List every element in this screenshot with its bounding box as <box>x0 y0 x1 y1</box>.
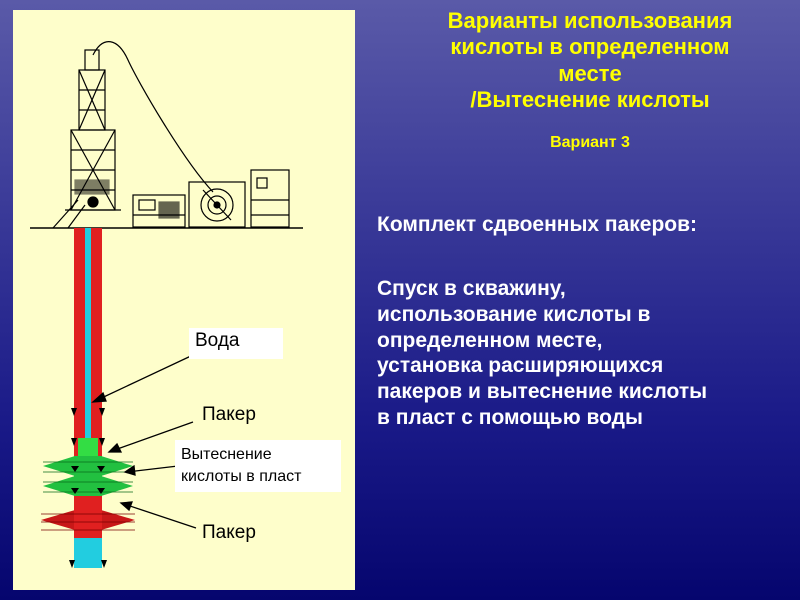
power-pack-icon <box>250 169 290 228</box>
arrow-displacement-head <box>123 464 136 476</box>
title-line: кислоты в определенном <box>450 34 730 60</box>
body-line: в пласт с помощью воды <box>377 406 643 430</box>
lower-packer-red <box>41 508 135 536</box>
arrow-packer-lower <box>120 502 197 529</box>
label-displacement: Вытеснение кислоты в пласт <box>175 440 341 492</box>
well-diagram-panel: Вода Пакер Вытеснение кислоты в пласт Па… <box>13 10 355 590</box>
body-text: Спуск в скважину, использование кислоты … <box>377 276 799 431</box>
body-line: использование кислоты в <box>377 302 651 326</box>
drilling-rig-icon <box>52 49 121 229</box>
label-packer-upper: Пакер <box>202 404 256 425</box>
arrow-packer-upper-head <box>107 442 123 453</box>
body-line: установка расширяющихся <box>377 354 664 378</box>
body-line: определенном месте, <box>377 328 603 352</box>
title-line: Варианты использования <box>447 8 733 33</box>
arrow-packer-lower-head <box>119 501 133 512</box>
body-line: Спуск в скважину, <box>377 277 566 300</box>
label-packer-lower: Пакер <box>202 522 256 543</box>
upper-packer-marks <box>71 408 105 446</box>
wellbore-bottom <box>74 538 102 568</box>
tubing-reel-icon <box>188 181 246 228</box>
arrow-water-head <box>91 391 107 403</box>
variant-subtitle: Вариант 3 <box>550 134 630 151</box>
bottom-mark-left <box>69 560 75 568</box>
upper-packer-green <box>43 456 133 496</box>
arrow-packer-upper <box>108 421 194 453</box>
arrow-displacement <box>126 465 179 473</box>
slide-title: Варианты использования кислоты в определ… <box>390 8 790 114</box>
body-heading: Комплект сдвоенных пакеров: <box>377 213 698 236</box>
bottom-mark-right <box>101 560 107 568</box>
body-line: пакеров и вытеснение кислоты <box>377 380 708 404</box>
arrow-water <box>92 354 194 403</box>
well-diagram <box>30 41 303 568</box>
tubing-string <box>85 228 91 483</box>
control-unit-icon <box>132 194 186 228</box>
title-line: месте <box>558 60 622 86</box>
label-water: Вода <box>189 328 283 359</box>
coiled-tubing-line <box>92 41 214 193</box>
title-line: /Вытеснение кислоты <box>470 87 710 113</box>
